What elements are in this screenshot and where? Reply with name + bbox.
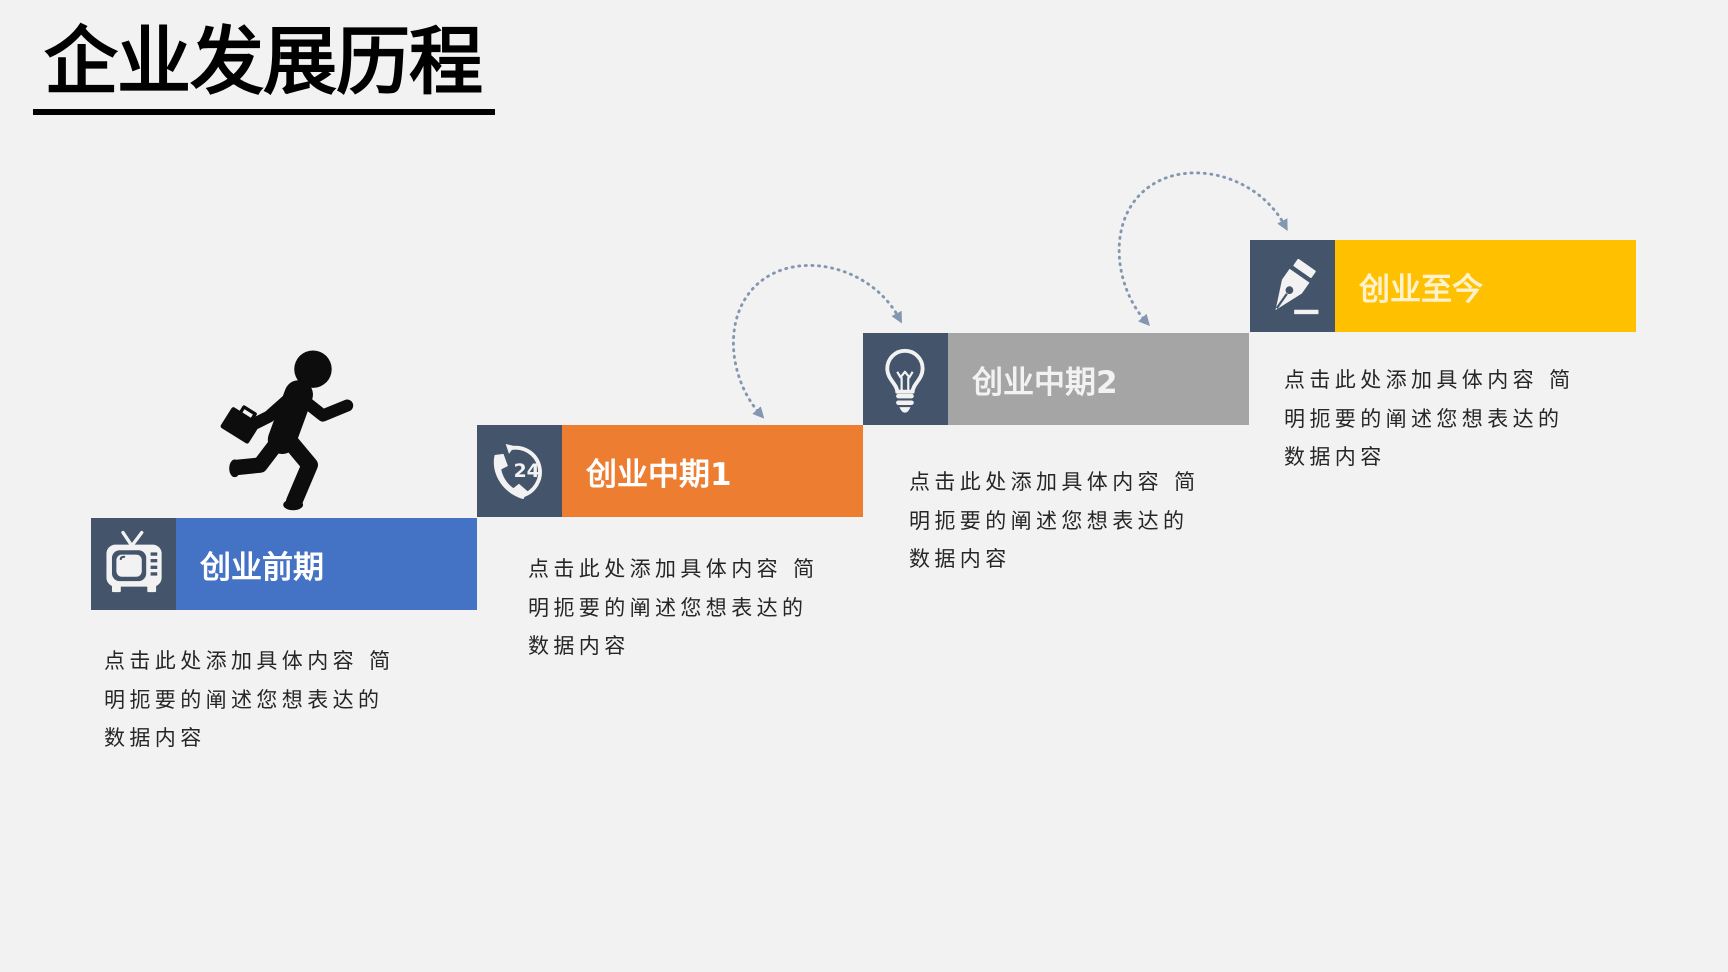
step-3-description: 点击此处添加具体内容 简 明扼要的阐述您想表达的 数据内容 (909, 463, 1199, 579)
description-line: 明扼要的阐述您想表达的 (909, 508, 1189, 533)
step-icon-box (863, 333, 948, 425)
lightbulb-icon (885, 348, 925, 413)
timeline-step-2: 24 创业中期1 (477, 425, 863, 517)
step-bar: 创业前期 (176, 518, 477, 610)
title-underline (33, 109, 495, 115)
step-bar: 创业中期2 (948, 333, 1249, 425)
description-line: 数据内容 (1284, 445, 1386, 469)
description-line: 明扼要的阐述您想表达的 (528, 595, 808, 620)
description-line: 明扼要的阐述您想表达的 (104, 687, 384, 712)
phone-24h-icon: 24 (493, 443, 542, 500)
description-line: 数据内容 (104, 726, 206, 750)
description-line: 数据内容 (528, 634, 630, 658)
step-1-description: 点击此处添加具体内容 简 明扼要的阐述您想表达的 数据内容 (104, 642, 394, 758)
page-title: 企业发展历程 (44, 19, 483, 105)
step-label: 创业前期 (200, 549, 324, 586)
timeline-step-4: 创业至今 (1250, 240, 1636, 332)
step-label: 创业中期1 (586, 456, 732, 493)
step-icon-box (91, 518, 176, 610)
description-line: 点击此处添加具体内容 简 (104, 649, 395, 673)
timeline-step-3: 创业中期2 (863, 333, 1249, 425)
pen-nib-icon (1275, 258, 1319, 315)
description-line: 点击此处添加具体内容 简 (528, 557, 819, 581)
step-4-description: 点击此处添加具体内容 简 明扼要的阐述您想表达的 数据内容 (1284, 361, 1574, 477)
description-line: 点击此处添加具体内容 简 (1284, 368, 1575, 392)
step-icon-box (1250, 240, 1335, 332)
step-icon-box: 24 (477, 425, 562, 517)
step-label: 创业中期2 (972, 364, 1118, 401)
step-label: 创业至今 (1359, 271, 1483, 308)
description-line: 明扼要的阐述您想表达的 (1284, 406, 1564, 431)
step-bar: 创业中期1 (562, 425, 863, 517)
description-line: 点击此处添加具体内容 简 (909, 470, 1200, 494)
step-bar: 创业至今 (1335, 240, 1636, 332)
description-line: 数据内容 (909, 547, 1011, 571)
tv-icon (106, 530, 162, 593)
icon-24-text: 24 (514, 461, 540, 482)
timeline-step-1: 创业前期 (91, 518, 477, 610)
step-2-description: 点击此处添加具体内容 简 明扼要的阐述您想表达的 数据内容 (528, 550, 818, 666)
running-businessman-icon (220, 350, 354, 511)
